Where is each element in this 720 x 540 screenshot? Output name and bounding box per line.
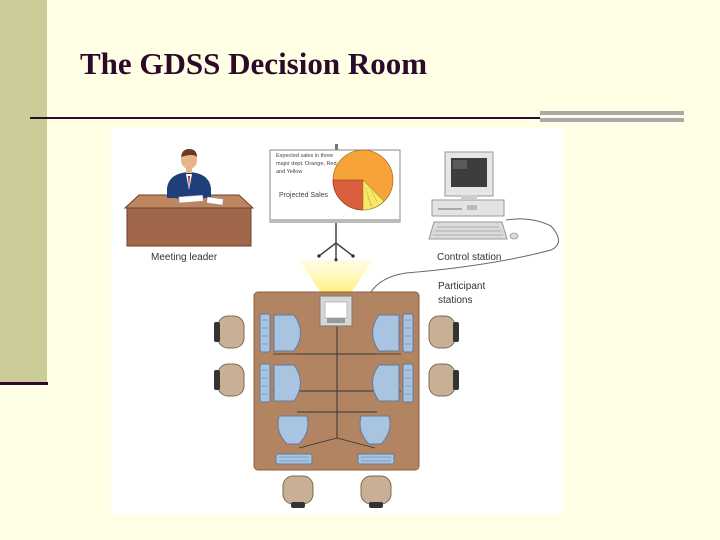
decision-room-drawing (123, 144, 559, 508)
participant-label-line1: Participant (438, 281, 486, 292)
control-station-label: Control station (437, 252, 502, 263)
left-accent-band (0, 0, 47, 382)
meeting-leader-desk (123, 194, 255, 247)
board-text-line3: and Yellow (276, 169, 303, 175)
title-divider (30, 117, 540, 119)
slide-title: The GDSS Decision Room (80, 46, 428, 81)
title-divider-accent (540, 111, 684, 126)
participant-stations (259, 313, 414, 465)
board-text-line2: major dept. Orange, Red (276, 161, 337, 167)
participant-label-line2: stations (438, 295, 473, 306)
left-accent-underline (0, 382, 48, 385)
board-chart-caption: Projected Sales (279, 192, 329, 199)
control-station-computer (336, 151, 559, 354)
board-text-line1: Expected sales in three (276, 153, 334, 159)
projector-light-beam (299, 260, 373, 296)
meeting-leader-person (167, 149, 224, 206)
pie-chart (332, 149, 394, 211)
decision-room-illustration: Expected sales in three major dept. Oran… (111, 128, 563, 514)
participant-chairs (214, 315, 459, 508)
meeting-leader-label: Meeting leader (151, 252, 218, 263)
